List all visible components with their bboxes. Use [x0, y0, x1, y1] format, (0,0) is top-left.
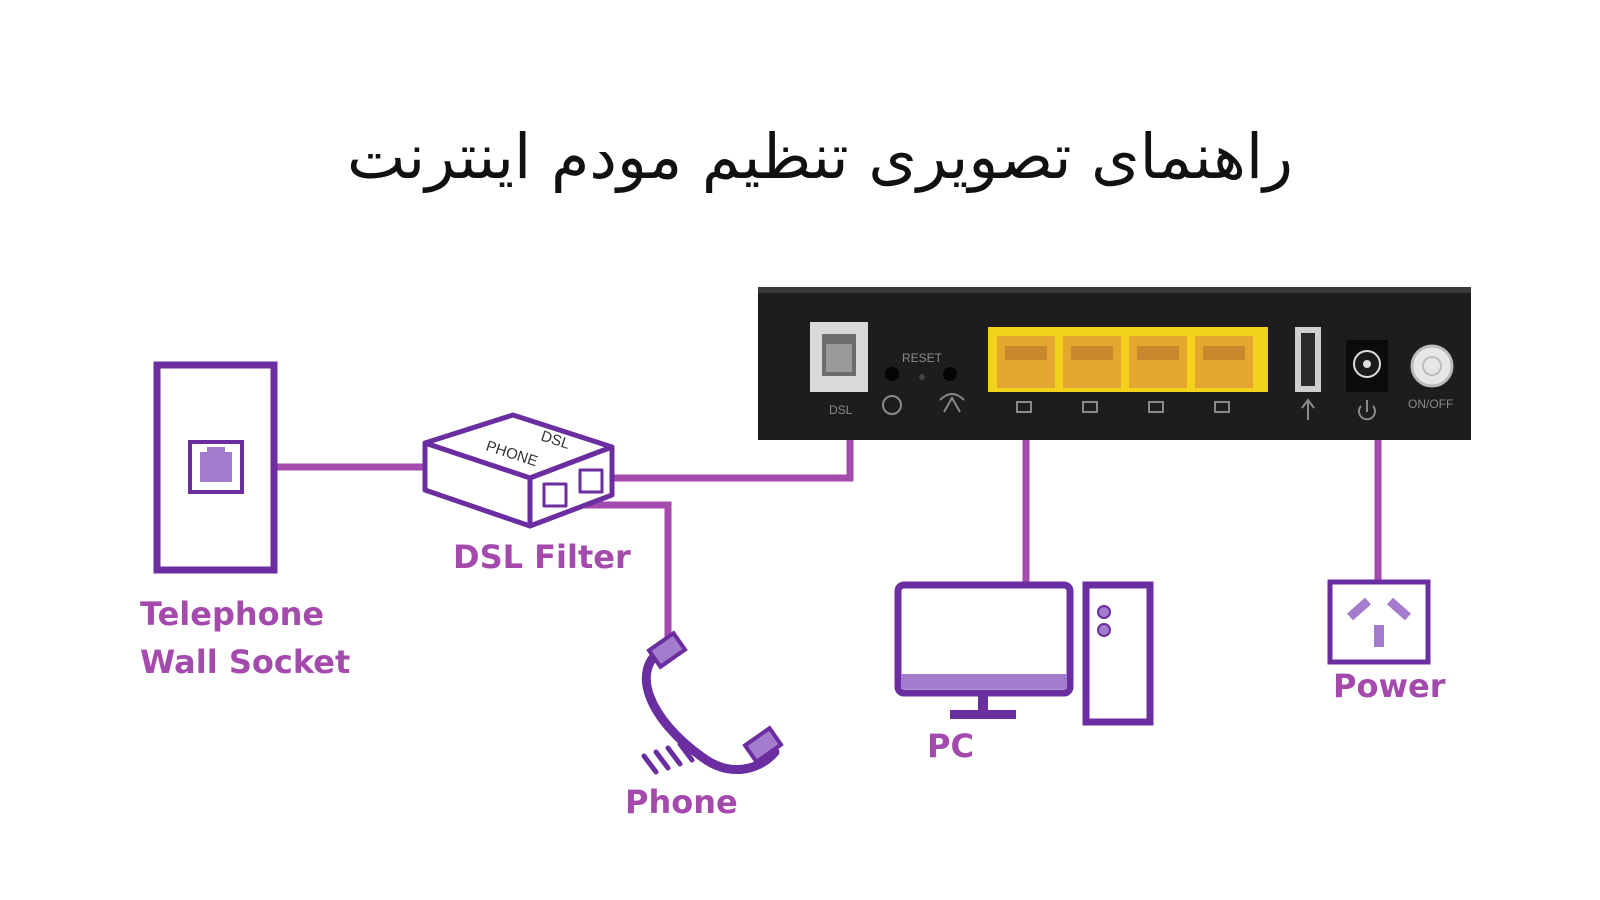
usb-icon — [1301, 398, 1315, 420]
wps-icon — [882, 395, 902, 415]
wall-socket-icon — [153, 361, 278, 574]
power-outlet-icon — [1327, 579, 1431, 665]
lan-port-icons — [1016, 401, 1230, 413]
power-symbol-icon — [1358, 400, 1376, 421]
dsl-filter-icon: PHONE DSL — [422, 412, 615, 529]
pc-monitor-icon — [894, 581, 1074, 719]
label-phone: Phone — [625, 783, 738, 821]
label-power: Power — [1333, 667, 1446, 705]
pc-tower-icon — [1082, 581, 1154, 726]
label-wall-socket: Wall Socket — [140, 643, 350, 681]
label-pc: PC — [927, 727, 974, 765]
router-onoff-label: ON/OFF — [1408, 397, 1453, 411]
router-dsl-label: DSL — [829, 403, 853, 417]
router-onoff-button — [1410, 344, 1454, 388]
page-title: راهنمای تصویری تنظیم مودم اینترنت — [347, 120, 1293, 193]
label-telephone: Telephone — [140, 595, 324, 633]
router-reset-label: RESET — [902, 351, 943, 365]
wifi-icon — [939, 393, 965, 413]
cable-filter-to-phone — [555, 501, 672, 648]
label-dsl-filter: DSL Filter — [453, 538, 631, 576]
phone-handset-icon — [641, 630, 784, 775]
cables — [272, 425, 1382, 648]
router-lan-ports — [997, 336, 1253, 388]
router-rear-panel: DSL RESET — [758, 287, 1471, 440]
cable-filter-to-router — [600, 425, 854, 482]
